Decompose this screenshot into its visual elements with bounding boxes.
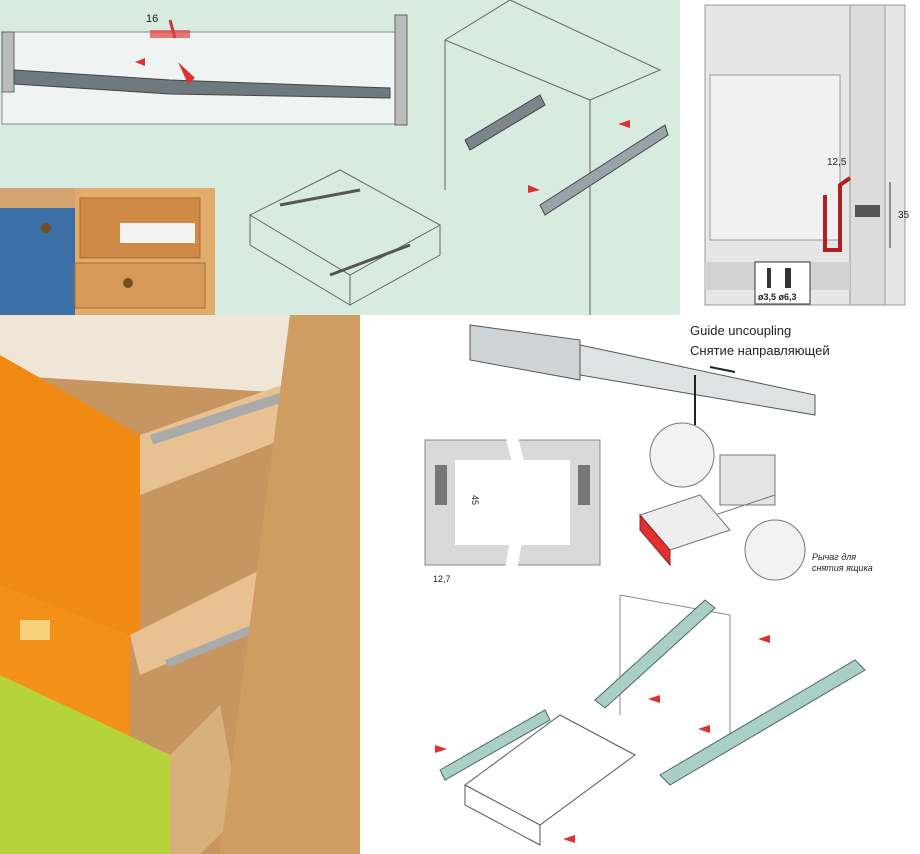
side-section-panel: 12,5 35 ø3,5 ø6,3 bbox=[680, 0, 920, 315]
assembly-diagrams: Guide uncoupling Снятие направляющей 45 … bbox=[360, 315, 920, 854]
section-height: 45 bbox=[470, 495, 480, 505]
drawer-slide-diagrams: 16 bbox=[1, 0, 669, 315]
lever-note-line2: снятия ящика bbox=[812, 563, 873, 573]
uncoupling-title-en: Guide uncoupling bbox=[690, 323, 791, 338]
drawer-photo-inset bbox=[0, 188, 215, 315]
gap-dimension: 12,5 bbox=[827, 157, 847, 168]
height-dimension: 35 bbox=[898, 210, 910, 221]
slide-installation-panel: 16 bbox=[0, 0, 680, 315]
dimension-16: 16 bbox=[146, 13, 158, 25]
chest-of-drawers-photo bbox=[0, 315, 360, 854]
section-width: 12,7 bbox=[433, 574, 451, 584]
screw-diameters: ø3,5 ø6,3 bbox=[758, 292, 797, 302]
uncoupling-title-ru: Снятие направляющей bbox=[690, 343, 830, 358]
lever-note-line1: Рычаг для bbox=[812, 552, 856, 562]
